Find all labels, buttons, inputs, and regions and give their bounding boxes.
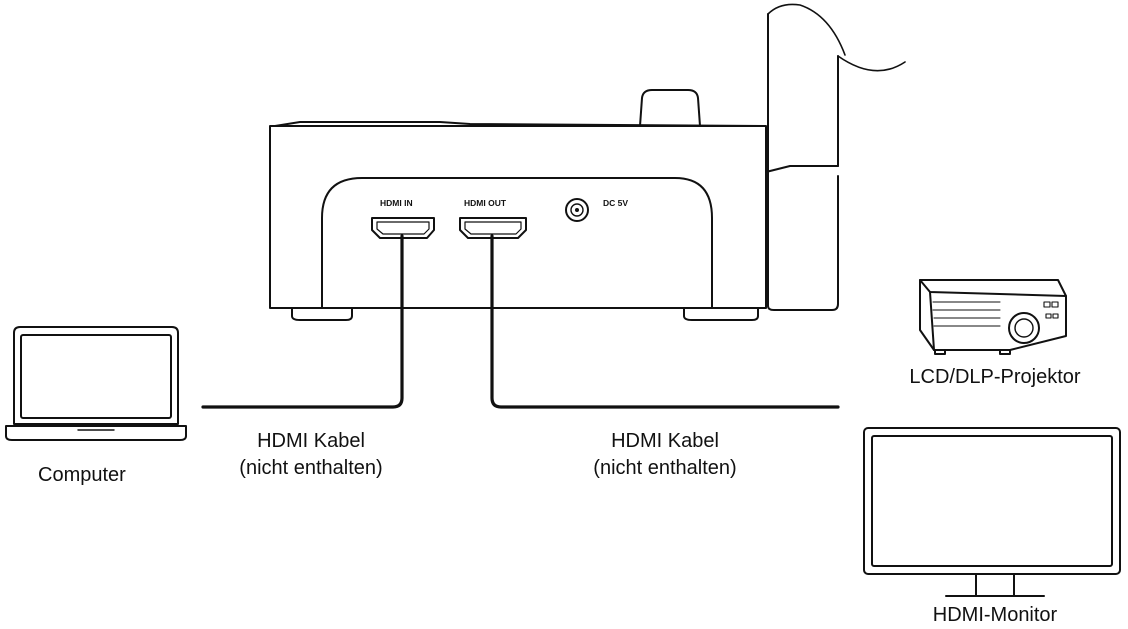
hdmi-out-port [459, 217, 527, 239]
cable-right-label: HDMI Kabel (nicht enthalten) [568, 428, 762, 482]
laptop-icon [5, 326, 187, 441]
document-camera-icon [269, 3, 906, 321]
hdmi-cable-in [201, 234, 404, 409]
monitor-label: HDMI-Monitor [932, 604, 1058, 626]
hdmi-cable-out [490, 234, 840, 409]
cable-left-label-line2: (nicht enthalten) [239, 457, 383, 479]
cable-left-label: HDMI Kabel (nicht enthalten) [214, 428, 408, 482]
cable-right-label-line1: HDMI Kabel [611, 430, 719, 452]
monitor-icon [863, 427, 1121, 597]
computer-label: Computer [38, 464, 126, 486]
hdmi-in-port [371, 217, 435, 239]
projector-label: LCD/DLP-Projektor [909, 366, 1081, 388]
cable-right-label-line2: (nicht enthalten) [593, 457, 737, 479]
dc-5v-label: DC 5V [603, 198, 628, 208]
hdmi-out-label: HDMI OUT [464, 198, 507, 208]
dc-port [565, 198, 589, 222]
projector-icon [919, 279, 1067, 355]
hdmi-in-label: HDMI IN [380, 198, 413, 208]
cable-left-label-line1: HDMI Kabel [257, 430, 365, 452]
